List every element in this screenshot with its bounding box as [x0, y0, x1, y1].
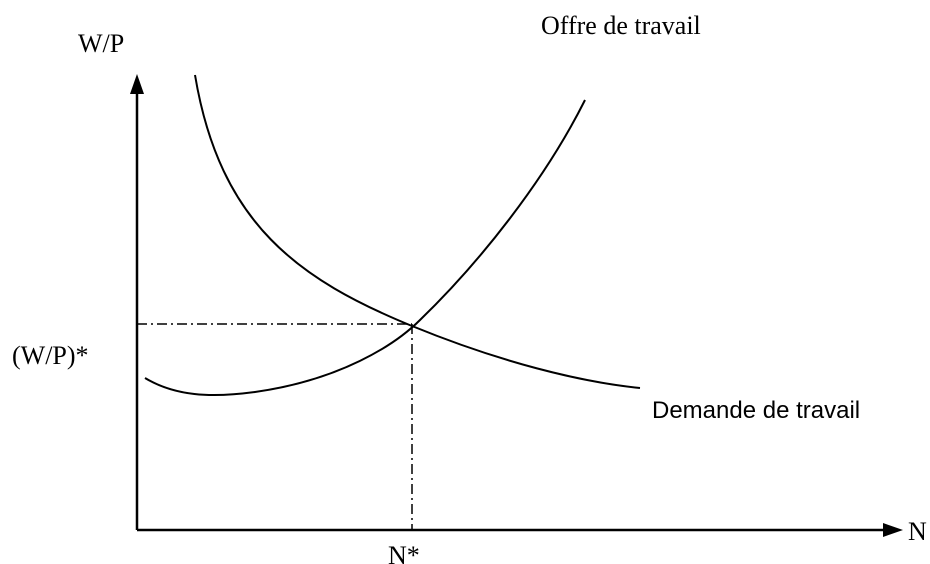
supply-curve — [144, 99, 586, 396]
y-axis-label: W/P — [78, 29, 124, 58]
y-axis-arrowhead — [130, 74, 144, 94]
x-axis-arrowhead — [883, 523, 903, 537]
supply-curve-label: Offre de travail — [541, 11, 701, 40]
equilibrium-wage-label: (W/P)* — [12, 341, 89, 370]
demand-curve-label: Demande de travail — [652, 397, 860, 424]
demand-curve — [194, 74, 641, 389]
x-axis-label: N — [908, 517, 927, 546]
equilibrium-quantity-label: N* — [388, 541, 420, 564]
